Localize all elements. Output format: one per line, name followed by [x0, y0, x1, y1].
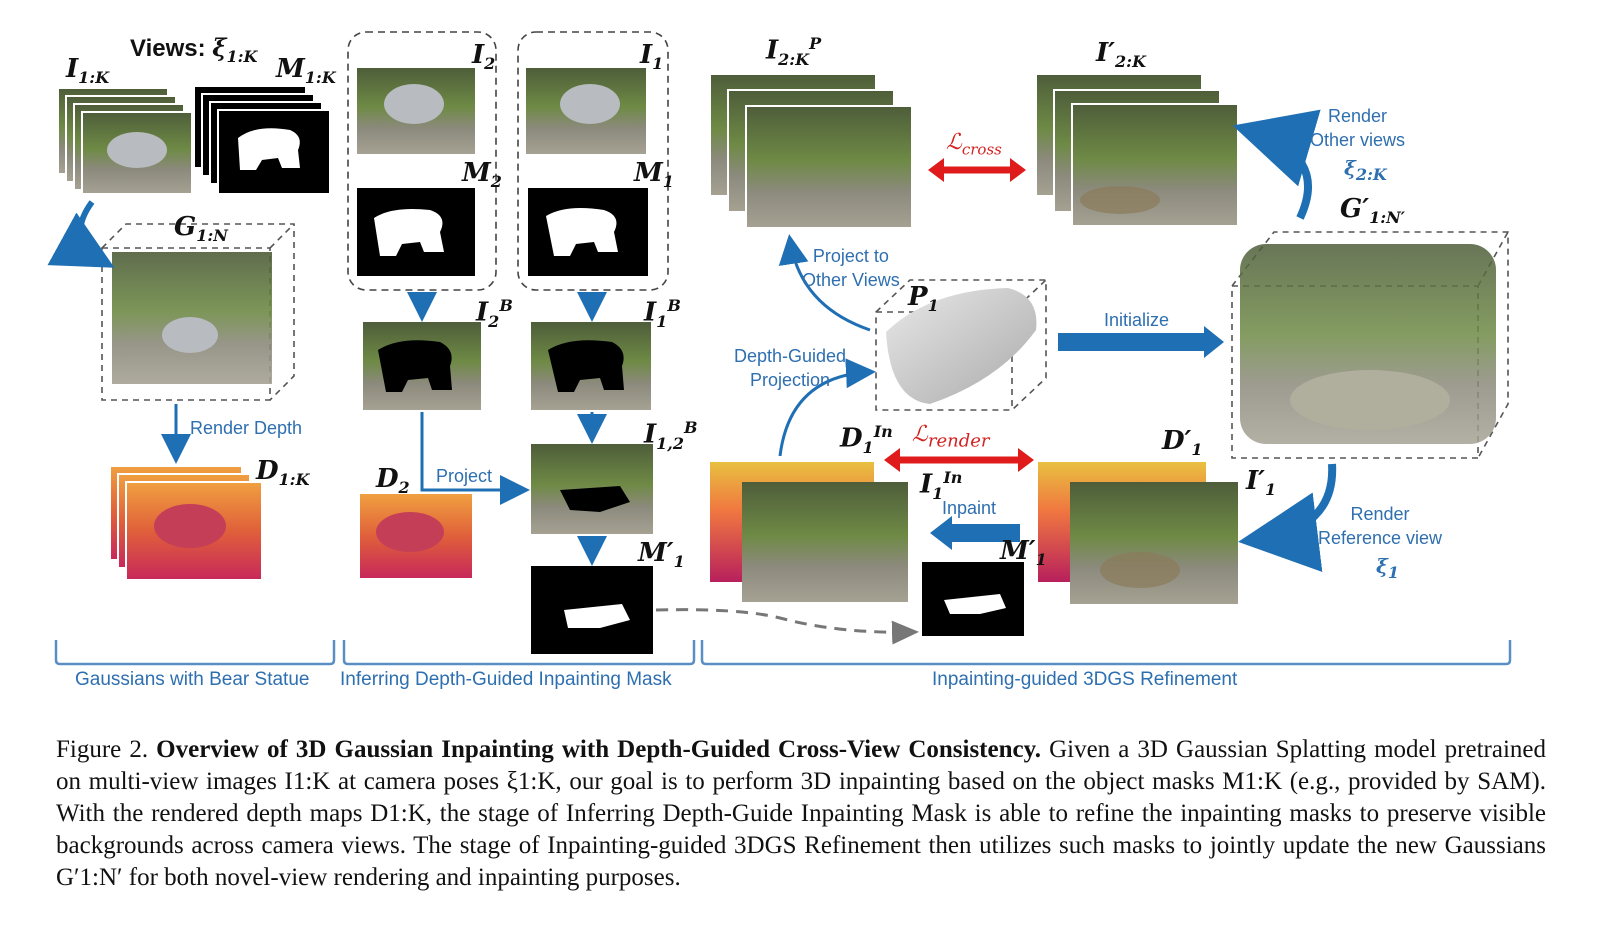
stage1-title: Gaussians with Bear Statue	[75, 669, 310, 690]
symbol-i2: I2	[472, 40, 496, 74]
symbol-m-1k: M1:K	[276, 54, 336, 88]
render-other-views-label: Render Other views	[1310, 104, 1405, 153]
symbol-m1: M1	[634, 158, 674, 192]
initialize-label: Initialize	[1104, 310, 1170, 330]
cross-loss-label: ℒcross	[946, 130, 1002, 159]
render-other-line2: Other views	[1310, 130, 1406, 151]
view-1-panel	[517, 31, 669, 291]
symbol-i1: I1	[640, 40, 664, 74]
object-masks-stack	[193, 85, 331, 195]
symbol-m1-prime: M′1	[638, 538, 685, 572]
initialize-arrow	[1058, 326, 1224, 358]
background-image-12	[531, 444, 653, 534]
symbol-d2: D2	[376, 464, 410, 498]
depth-maps-stack	[109, 465, 263, 581]
symbol-m2: M2	[462, 158, 502, 192]
pipeline-diagram	[47, 31, 1512, 666]
render-loss-head-left	[884, 448, 900, 472]
symbol-g-1n: G1:N	[174, 212, 228, 246]
background-image-2	[363, 322, 481, 410]
point-cloud-cube	[875, 279, 1047, 411]
cross-loss-head-left	[928, 158, 944, 182]
symbol-g-prime: G′1:N′	[1340, 194, 1405, 228]
rendered-depth-image	[1038, 462, 1238, 604]
cross-loss-sub: cross	[961, 140, 1002, 159]
caption-line2: pretrained on multi-view images I1:K at …	[56, 736, 1547, 795]
project-other-views-arrow	[778, 234, 871, 332]
projected-images-stack	[709, 73, 913, 229]
project-label: Project	[436, 466, 493, 486]
stage2-title: Inferring Depth-Guided Inpainting Mask	[340, 669, 672, 690]
project-other-line2: Other Views	[802, 270, 900, 291]
symbol-i1b: I1B	[644, 296, 681, 331]
view-2-panel	[347, 31, 497, 291]
symbol-d1-in: D1In	[840, 422, 893, 457]
symbol-i-2k-p: I2:KP	[766, 34, 822, 69]
render-reference-view-arrow	[1238, 463, 1337, 572]
symbol-d-1k: D1:K	[256, 456, 310, 490]
caption-line4: inpainting masks to preserve visible bac…	[56, 800, 1547, 859]
depth-map-2	[360, 494, 472, 578]
inpaint-label: Inpaint	[942, 498, 997, 518]
reference-mask	[922, 562, 1024, 636]
inpainted-depth-image	[710, 462, 908, 602]
render-loss-sub: render	[927, 430, 990, 452]
refined-gaussians-cube	[1231, 231, 1509, 459]
render-depth-label: Render Depth	[190, 418, 303, 438]
cross-loss-head-right	[1010, 158, 1026, 182]
render-loss-head-right	[1018, 448, 1034, 472]
symbol-xi-1: ξ1	[1376, 554, 1399, 582]
render-loss-label: ℒrender	[912, 422, 990, 452]
gaussians-cube	[101, 223, 295, 401]
depth-guided-line1: Depth-Guided	[734, 346, 847, 366]
symbol-xi-2k: ξ2:K	[1344, 156, 1387, 184]
symbol-i-1k: I1:K	[66, 54, 110, 88]
project-other-views-label: Project to Other Views	[802, 244, 900, 293]
caption-fig-label: Figure 2.	[56, 736, 149, 763]
stage3-title: Inpainting-guided 3DGS Refinement	[932, 669, 1238, 690]
symbol-i1-in: I1In	[920, 468, 963, 503]
symbol-i-2k-prime: I′2:K	[1096, 38, 1146, 72]
views-label: Views: ξ1:K	[130, 36, 257, 65]
symbol-p1: P1	[908, 282, 939, 316]
caption-line5: masks to jointly update the new Gaussian…	[56, 832, 1546, 891]
render-arrow-g	[47, 200, 115, 268]
project-arrow	[420, 412, 530, 505]
figure-caption: Figure 2. Overview of 3D Gaussian Inpain…	[56, 734, 1546, 894]
background-image-1	[531, 322, 651, 410]
caption-line1: Given a 3D Gaussian Splatting model	[1049, 736, 1437, 763]
depth-guided-line2: Projection	[750, 370, 831, 391]
mask-transfer-arrow	[655, 608, 919, 645]
depth-guided-projection-label: Depth-Guided Projection	[734, 344, 846, 393]
caption-line3: (e.g., provided by SAM). With the render…	[56, 768, 1546, 827]
views-text: Views:	[130, 35, 206, 62]
inpaint-arrow	[930, 516, 1020, 550]
stage-braces	[54, 640, 1512, 666]
symbol-d1-prime: D′1	[1162, 426, 1203, 460]
symbol-i2b: I2B	[476, 296, 513, 331]
render-ref-line1: Render	[1350, 504, 1410, 524]
rendered-other-views-stack	[1035, 73, 1239, 227]
render-other-line1: Render	[1327, 106, 1388, 126]
refined-mask	[531, 566, 653, 654]
render-other-views-arrow	[1232, 109, 1321, 220]
render-reference-view-label: Render Reference view	[1318, 502, 1442, 551]
project-other-line1: Project to	[812, 246, 889, 266]
symbol-xi-1k: ξ1:K	[212, 33, 258, 66]
caption-title: Overview of 3D Gaussian Inpainting with …	[156, 736, 1041, 763]
symbol-m1-prime-ref: M′1	[1000, 536, 1047, 570]
symbol-i12b: I1,2B	[644, 418, 698, 453]
render-ref-line2: Reference view	[1318, 528, 1443, 549]
input-images-stack	[57, 87, 193, 195]
symbol-i1-prime: I′1	[1246, 466, 1277, 500]
depth-guided-projection-arrow	[778, 358, 876, 457]
